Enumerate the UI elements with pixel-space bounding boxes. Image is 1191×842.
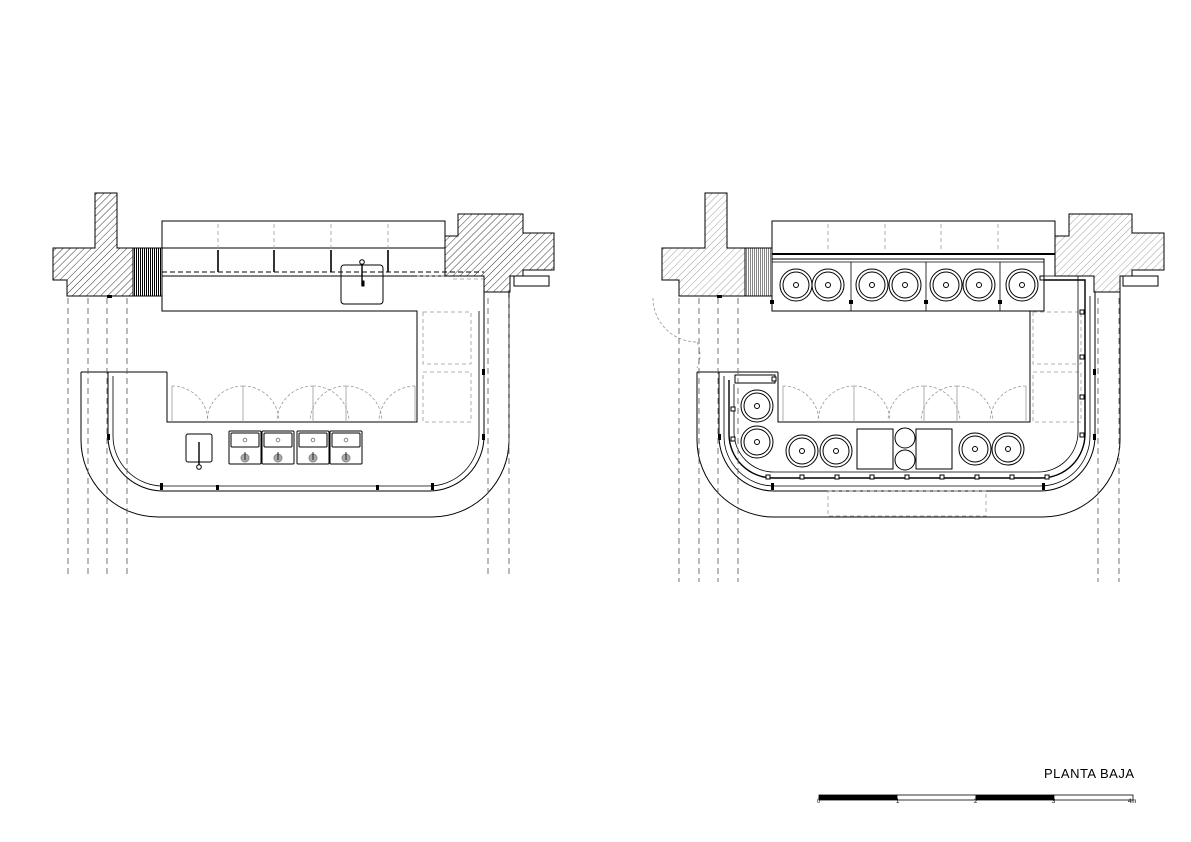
- left-wall-hatched: [52, 192, 134, 297]
- left-wall-hatched-light: [661, 192, 746, 297]
- plan-title: PLANTA BAJA: [1044, 766, 1135, 781]
- vats-front: [740, 389, 1025, 468]
- back-counter: [161, 247, 446, 277]
- projection-lines: [67, 298, 510, 578]
- scale-tick-label: 2: [974, 799, 978, 805]
- left-wall-dense: [132, 247, 163, 297]
- scale-tick-label: 0: [817, 799, 821, 805]
- front-boxes: [856, 427, 953, 471]
- scale-tick-label: 3: [1052, 799, 1056, 805]
- front-drawers: [228, 430, 363, 465]
- scale-seg-2: [975, 794, 1055, 801]
- counter-dividers: [217, 250, 389, 272]
- back-counter-top: [161, 220, 446, 249]
- right-plan: [652, 192, 1165, 582]
- scale-seg-3: [1053, 794, 1134, 801]
- scale-tick-label: 4m: [1128, 799, 1137, 805]
- scale-tick-label: 1: [896, 799, 900, 805]
- left-plan: [52, 192, 555, 578]
- scale-bar: [818, 794, 1134, 801]
- vats-top: [779, 268, 1039, 302]
- cabinet-doors: [171, 385, 416, 423]
- right-wall-cap: [513, 275, 550, 287]
- front-counter-outer: [80, 292, 510, 518]
- scale-seg-0: [818, 794, 898, 801]
- scale-seg-1: [896, 794, 977, 801]
